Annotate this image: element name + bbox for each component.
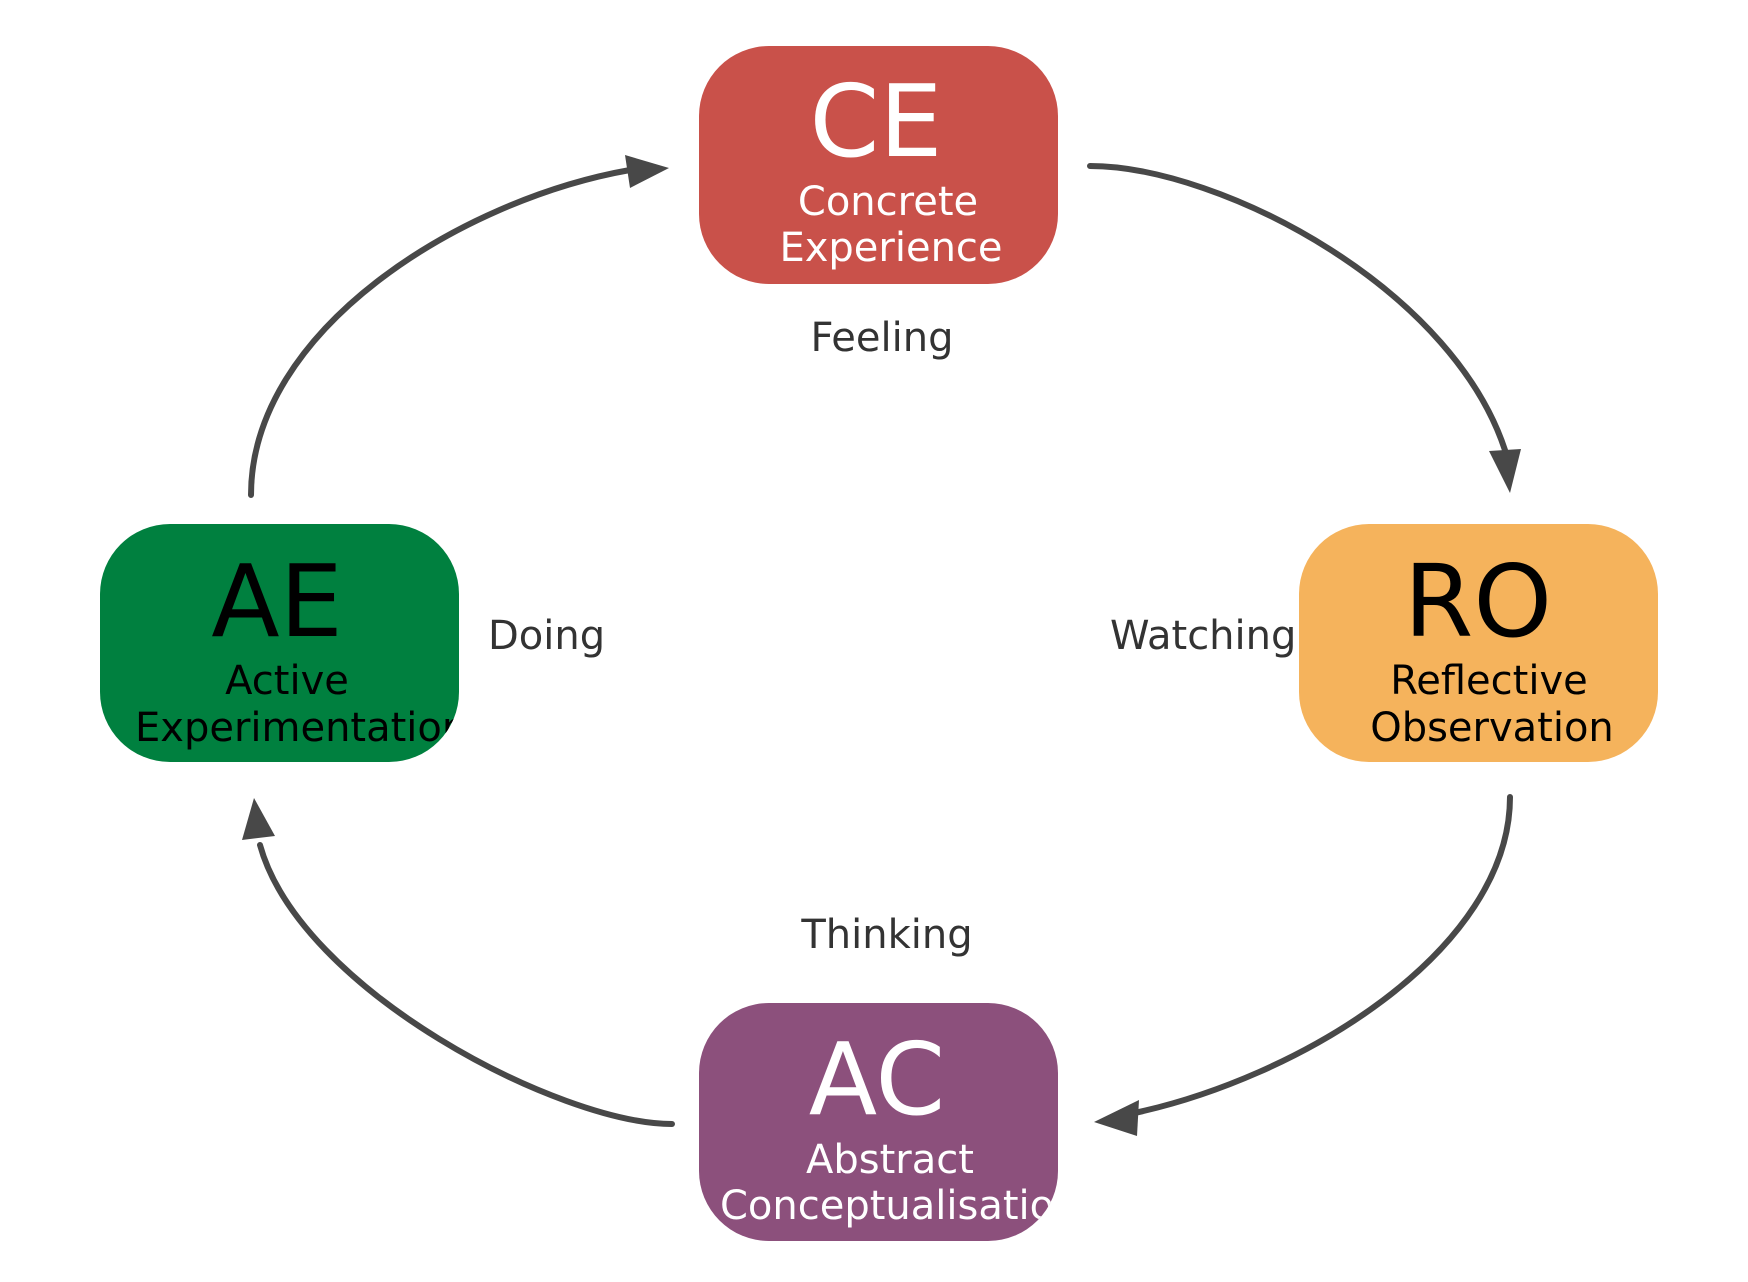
stage-ac-abbr: AC: [809, 1021, 945, 1138]
arrow-ce-to-ro: [1087, 163, 1511, 463]
stage-ae: AE Active Experimentation: [100, 524, 467, 762]
stage-ae-name-line2: Experimentation: [135, 705, 467, 751]
stage-ro: RO Reflective Observation: [1299, 524, 1658, 762]
arrow-head-ro: [1489, 449, 1521, 493]
arrow-head-ce: [625, 155, 669, 188]
stage-ce-box: [699, 46, 1058, 284]
mode-label-feeling: Feeling: [810, 315, 953, 361]
stage-ac-box: [699, 1003, 1058, 1241]
stage-ac-name-line2: Conceptualisation: [720, 1183, 1080, 1229]
mode-label-doing: Doing: [488, 613, 605, 659]
stage-ac: AC Abstract Conceptualisation: [699, 1003, 1080, 1241]
cycle-arrows: [242, 155, 1521, 1136]
stage-ro-name-line1: Reflective: [1390, 658, 1587, 704]
mode-label-thinking: Thinking: [800, 912, 972, 958]
stage-ae-abbr: AE: [211, 543, 343, 660]
stage-ro-name-line2: Observation: [1370, 705, 1614, 751]
stage-ce: CE Concrete Experience: [699, 46, 1058, 284]
stage-ce-name-line1: Concrete: [798, 179, 978, 225]
stage-ac-name-line1: Abstract: [806, 1137, 974, 1183]
mode-label-watching: Watching: [1110, 613, 1296, 659]
stage-ro-abbr: RO: [1404, 543, 1552, 660]
stage-ce-abbr: CE: [809, 63, 942, 180]
stage-ae-name-line1: Active: [225, 658, 349, 704]
arrow-ro-to-ac: [1122, 794, 1513, 1118]
stage-ro-box: [1299, 524, 1658, 762]
stage-ce-name-line2: Experience: [779, 225, 1002, 271]
stage-ae-box: [100, 524, 459, 762]
arrow-ac-to-ae: [257, 842, 675, 1127]
arrow-head-ac: [1094, 1100, 1139, 1136]
arrow-head-ae: [242, 798, 275, 840]
arrow-ae-to-ce: [248, 167, 633, 498]
